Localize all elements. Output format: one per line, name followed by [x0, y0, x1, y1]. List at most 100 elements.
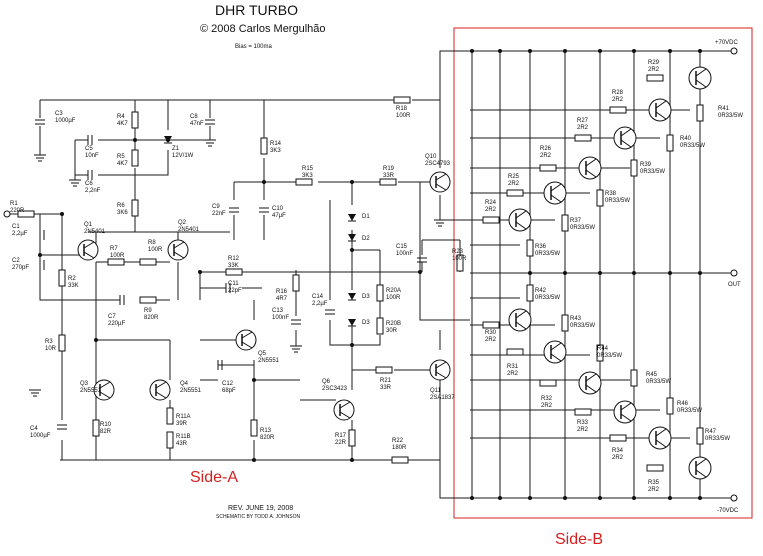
- output-transistor-8: [543, 340, 567, 364]
- side-a-label: Side-A: [190, 469, 238, 486]
- label-r21: R21: [380, 378, 392, 384]
- label-c1: C1: [12, 224, 20, 230]
- value-r40: 0R33/5W: [680, 143, 705, 149]
- value-r35: 2R2: [648, 487, 660, 493]
- label-r42: R42: [535, 288, 547, 294]
- value-r19: 33R: [383, 173, 395, 179]
- label-r20b: R20B: [386, 321, 401, 327]
- value-r38: 0R33/5W: [605, 198, 630, 204]
- value-r39: 0R33/5W: [640, 169, 665, 175]
- value-r28: 2R2: [612, 97, 624, 103]
- value-r4: 4K7: [117, 121, 128, 127]
- label-r7: R7: [110, 246, 118, 252]
- value-r2: 33K: [68, 283, 79, 289]
- value-r18: 100R: [396, 113, 411, 119]
- label-r15: R15: [302, 166, 314, 172]
- value-c2: 270pF: [12, 265, 29, 271]
- value-r11a: 39R: [176, 421, 188, 427]
- value-c15: 100nF: [396, 251, 413, 257]
- value-c10: 47µF: [272, 213, 286, 219]
- ground-symbol-2: [69, 179, 81, 187]
- label-r33: R33: [577, 420, 589, 426]
- pos-rail-terminal: [730, 47, 738, 55]
- output-transistor-5: [648, 98, 672, 122]
- revision-note: REV. JUNE 19, 2008: [228, 505, 293, 512]
- output-transistor-3: [578, 156, 602, 180]
- value-c12: 68pF: [222, 388, 236, 394]
- output-terminal: [730, 269, 738, 277]
- label-r30: R30: [485, 330, 497, 336]
- value-r25: 2R2: [508, 181, 520, 187]
- value-c8: 47nF: [190, 121, 204, 127]
- label-r4: R4: [117, 114, 125, 120]
- value-r3: 10R: [45, 346, 57, 352]
- output-transistor-4: [613, 126, 637, 150]
- label-r45: R45: [646, 372, 658, 378]
- label-q10: Q10: [425, 154, 437, 160]
- bias-note: Bias = 100ma: [235, 44, 273, 50]
- value-c6: 2,2nF: [85, 188, 101, 194]
- label-r20a: R20A: [386, 288, 401, 294]
- value-r11b: 43R: [176, 441, 188, 447]
- label-c2: C2: [12, 258, 20, 264]
- label-c8: C8: [190, 114, 198, 120]
- component-c1: C12,2µF: [12, 224, 45, 240]
- output-label: OUT: [728, 282, 741, 288]
- output-transistor-6: [688, 66, 712, 90]
- output-transistor-7: [508, 308, 532, 332]
- label-c15: C15: [396, 244, 408, 250]
- value-q2: 2N5401: [178, 227, 200, 233]
- ground-symbol-4: [290, 345, 302, 353]
- schematic-title: DHR TURBO: [215, 2, 298, 18]
- label-q5: Q5: [258, 351, 267, 357]
- label-r8: R8: [148, 240, 156, 246]
- label-r34: R34: [612, 448, 624, 454]
- value-r13: 820R: [260, 435, 275, 441]
- output-transistor-2: [543, 181, 567, 205]
- value-c3: 1000µF: [55, 118, 76, 124]
- label-c13: C13: [272, 308, 284, 314]
- label-r16: R16: [276, 289, 288, 295]
- value-c11: 22pF: [228, 288, 242, 294]
- label-d2: D2: [362, 236, 370, 242]
- value-r44: 0R33/5W: [597, 353, 622, 359]
- label-r6: R6: [117, 203, 125, 209]
- junction-dots: [38, 49, 702, 500]
- label-r39: R39: [640, 162, 652, 168]
- value-q6: 2SC3423: [322, 386, 348, 392]
- label-c5: C5: [85, 146, 93, 152]
- value-r7: 100R: [110, 253, 125, 259]
- label-q1: Q1: [84, 222, 93, 228]
